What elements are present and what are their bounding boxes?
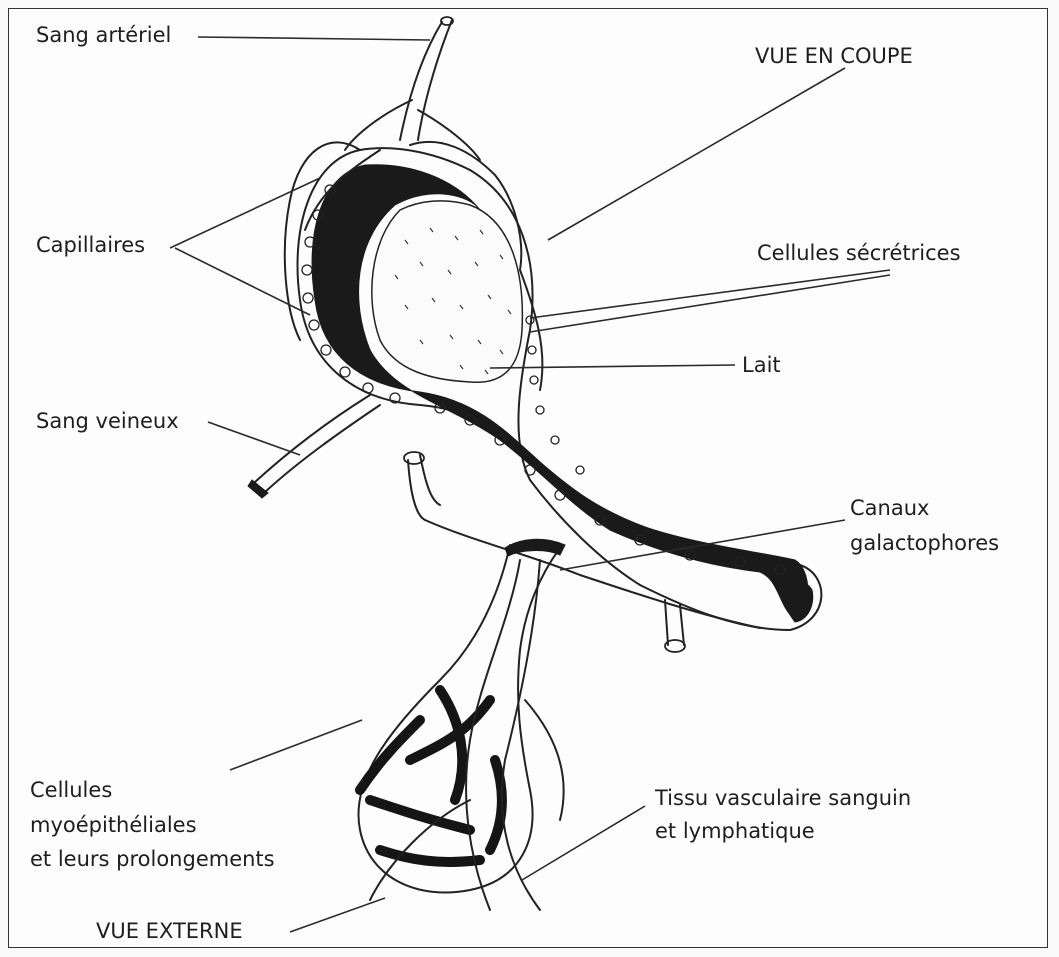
leader-vue-en-coupe (548, 68, 845, 240)
duct-branch (665, 600, 684, 645)
duct-branch-opening (665, 640, 685, 652)
leader-myo (230, 720, 362, 770)
leader-tissu (522, 806, 645, 880)
leader-vue-externe (290, 898, 385, 932)
label-tissu-line1: Tissu vasculaire sanguin (654, 786, 911, 810)
label-myo-line2: myoépithéliales (30, 813, 197, 837)
label-tissu-line2: et lymphatique (655, 819, 815, 843)
leader-capillaires-1 (170, 178, 320, 248)
label-vue-externe: VUE EXTERNE (96, 919, 243, 943)
arterial-branch (418, 110, 480, 160)
duct-tip-hatching (784, 582, 812, 622)
leader-lait (490, 365, 735, 368)
label-sang-veineux: Sang veineux (36, 409, 179, 433)
duct-stump (505, 539, 565, 556)
labels: Sang artériel VUE EN COUPE Capillaires C… (30, 23, 999, 943)
venous-vessel (255, 395, 380, 492)
label-canaux-line1: Canaux (850, 496, 929, 520)
alveolus-external (358, 539, 565, 910)
label-capillaires: Capillaires (36, 233, 145, 257)
leader-cellules-secretrices-2 (530, 275, 890, 332)
label-canaux-line2: galactophores (850, 531, 999, 555)
arterial-branch (345, 100, 412, 150)
label-sang-arteriel: Sang artériel (36, 23, 171, 47)
alveolus-section (248, 17, 821, 630)
myoepithelial-cells (360, 690, 502, 862)
label-myo-line3: et leurs prolongements (30, 847, 275, 871)
label-myo-line1: Cellules (30, 778, 112, 802)
leader-canaux (560, 520, 845, 570)
leader-cellules-secretrices-1 (530, 270, 890, 318)
label-vue-en-coupe: VUE EN COUPE (755, 44, 913, 68)
leader-sang-arteriel (198, 37, 430, 40)
label-cellules-secretrices: Cellules sécrétrices (757, 241, 961, 265)
arterial-vessel (400, 20, 452, 140)
leader-capillaires-2 (175, 248, 310, 315)
label-lait: Lait (742, 353, 781, 377)
venous-vessel-end (248, 480, 268, 498)
lumen-milk (372, 201, 523, 382)
leader-sang-veineux (208, 422, 300, 455)
